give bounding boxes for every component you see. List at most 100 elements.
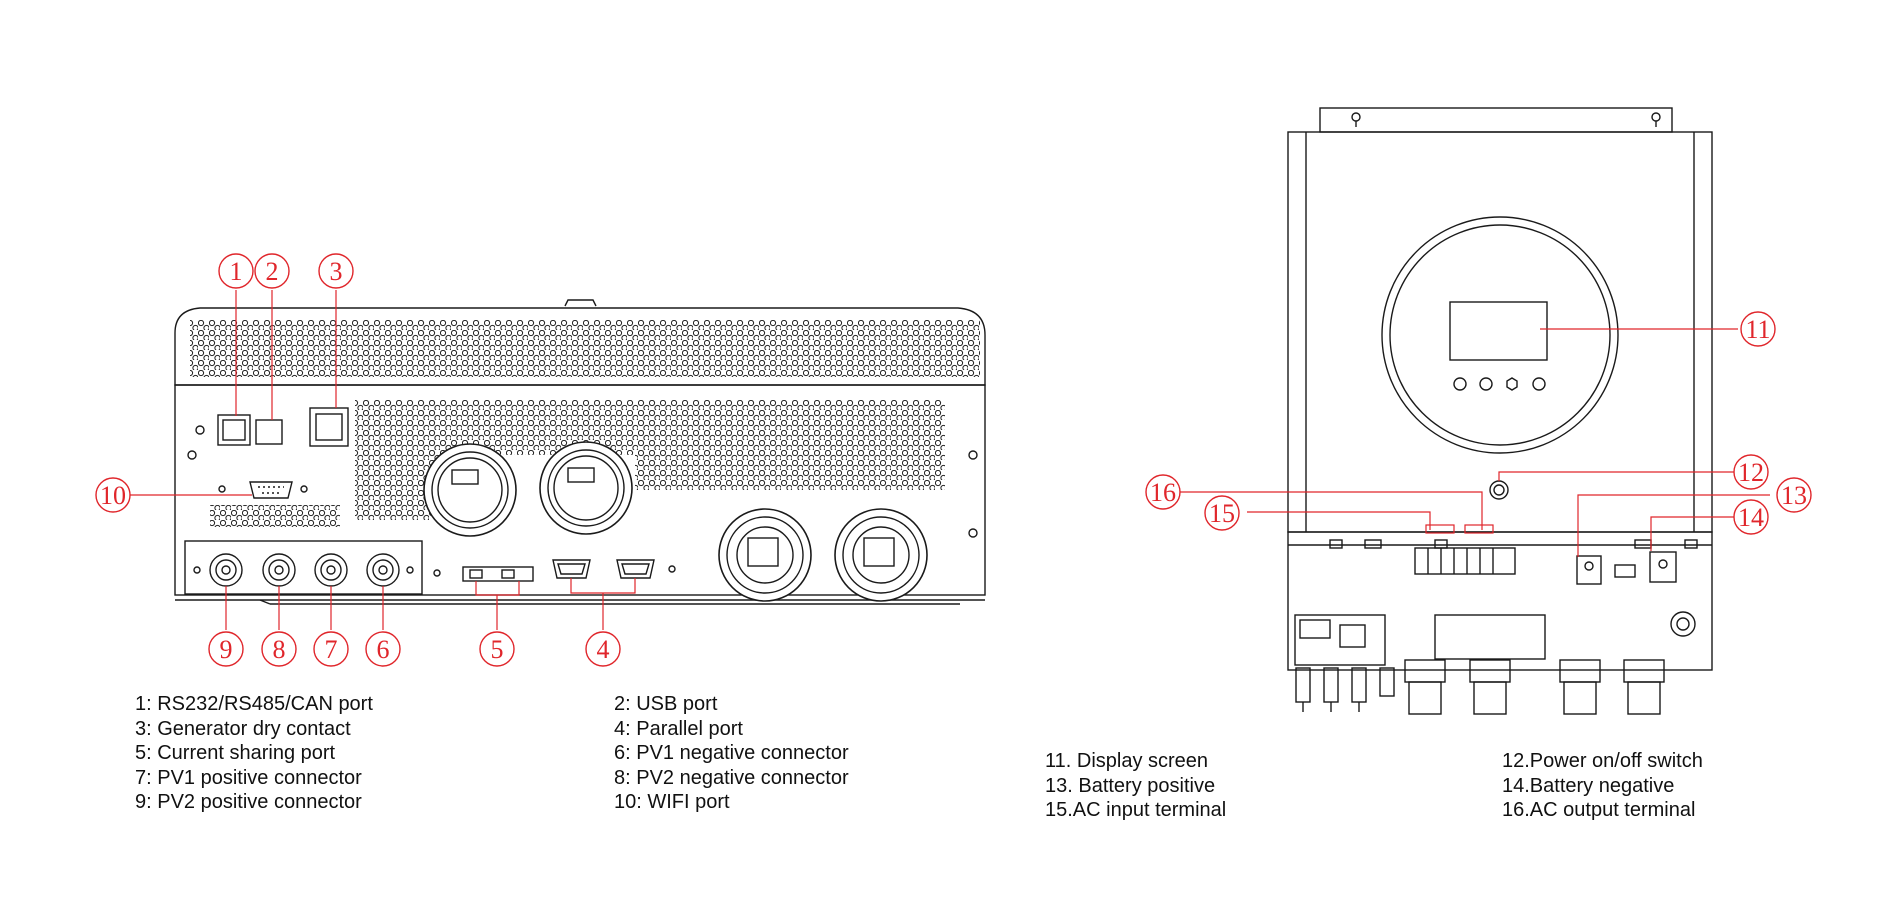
bottom-gland-1 [1404,659,1446,715]
callout-6: 6 [365,631,401,667]
generator-dry-contact-port [309,407,349,447]
display-screen [1449,301,1548,361]
pv-connector-panel [184,540,423,595]
usb-port [255,419,283,445]
battery-positive-terminal [1576,555,1602,585]
mount-hole-left-icon [1351,112,1361,127]
rear-view [174,299,986,605]
cable-gland-1 [423,443,517,537]
rear-panel [174,384,986,596]
grounding-point [1670,611,1696,637]
current-sharing-port [433,566,534,582]
cable-gland-4 [834,508,928,602]
svg-text:5: 5 [491,635,504,664]
parallel-port-2 [616,559,676,579]
callout-12: 12 [1733,454,1769,490]
legend-item: 7: PV1 positive connector [135,766,362,789]
svg-text:3: 3 [330,257,343,286]
button-4-icon [1532,377,1546,391]
svg-text:16: 16 [1150,478,1176,507]
pv2-positive-connector [209,553,243,587]
svg-text:4: 4 [597,635,610,664]
callout-10: 10 [95,477,131,513]
front-legend-right: 12.Power on/off switch 14.Battery negati… [1502,749,1703,823]
pv2-negative-connector [262,553,296,587]
legend-item: 10: WIFI port [614,791,730,813]
callout-11: 11 [1740,311,1776,347]
pv1-positive-connector [314,553,348,587]
svg-text:1: 1 [230,257,243,286]
callout-13: 13 [1776,477,1812,513]
display-bezel [1381,216,1619,454]
rear-top-housing [174,307,986,386]
button-2-icon [1479,377,1493,391]
legend-item: 11. Display screen [1045,750,1209,772]
battery-negative-terminal [1649,551,1677,583]
cable-gland-3 [718,508,812,602]
legend-item: 1: RS232/RS485/CAN port [135,693,373,715]
callout-8: 8 [261,631,297,667]
callout-16: 16 [1145,474,1181,510]
wall-mount-bracket [1319,107,1673,133]
bottom-gland-2 [1469,659,1511,715]
rear-top-vent [190,320,980,377]
rear-leader-lines [129,290,636,630]
svg-text:9: 9 [220,635,233,664]
legend-item: 8: PV2 negative connector [614,766,849,789]
callout-7: 7 [313,631,349,667]
ac-terminal-block [1414,547,1516,575]
rear-lower-vent-right [635,400,945,490]
bottom-gland-4 [1623,659,1665,715]
callout-1: 1 [218,253,254,289]
front-legend-left: 11. Display screen 13. Battery positive … [1045,749,1226,823]
legend-item: 14.Battery negative [1502,774,1675,797]
svg-text:10: 10 [100,481,126,510]
svg-text:7: 7 [325,635,338,664]
svg-text:12: 12 [1738,458,1764,487]
callout-15: 15 [1204,495,1240,531]
parallel-port-1 [552,559,591,579]
cable-gland-2 [539,441,633,535]
rear-lower-vent-small [210,505,340,527]
callout-2: 2 [254,253,290,289]
mount-hole-right-icon [1651,112,1661,127]
rs232-port [217,414,251,446]
bottom-wiring-compartment [1287,531,1713,671]
svg-text:11: 11 [1745,315,1770,344]
legend-item: 15.AC input terminal [1045,799,1227,821]
legend-item: 12.Power on/off switch [1502,750,1703,772]
callout-4: 4 [585,631,621,667]
front-view [1287,107,1713,715]
legend-item: 13. Battery positive [1045,774,1216,797]
callout-5: 5 [479,631,515,667]
svg-text:13: 13 [1781,481,1807,510]
svg-text:14: 14 [1738,503,1764,532]
pv1-negative-connector [366,553,400,587]
callout-3: 3 [318,253,354,289]
pv-cable-4 [1379,667,1395,697]
callouts: 1 2 3 10 9 8 7 6 5 4 11 12 13 14 15 16 [95,253,1812,667]
svg-text:6: 6 [377,635,390,664]
pv-cable-1 [1295,667,1311,712]
wifi-port [249,481,293,499]
pv-cable-2 [1323,667,1339,712]
legend-item: 5: Current sharing port [135,742,336,764]
button-3-icon [1506,377,1518,391]
callout-9: 9 [208,631,244,667]
bottom-gland-3 [1559,659,1601,715]
pv-cable-3 [1351,667,1367,712]
legend-item: 3: Generator dry contact [135,717,351,740]
callout-14: 14 [1733,499,1769,535]
legend-item: 16.AC output terminal [1502,799,1696,821]
legend-item: 6: PV1 negative connector [614,742,849,764]
legend-item: 9: PV2 positive connector [135,791,362,813]
rear-lower-vent-mid [470,400,635,455]
power-switch [1489,480,1509,500]
legend-item: 2: USB port [614,693,718,715]
svg-text:8: 8 [273,635,286,664]
svg-text:15: 15 [1209,499,1235,528]
rear-legend-left: 1: RS232/RS485/CAN port 3: Generator dry… [135,692,373,815]
button-1-icon [1453,377,1467,391]
legend-item: 4: Parallel port [614,717,743,740]
